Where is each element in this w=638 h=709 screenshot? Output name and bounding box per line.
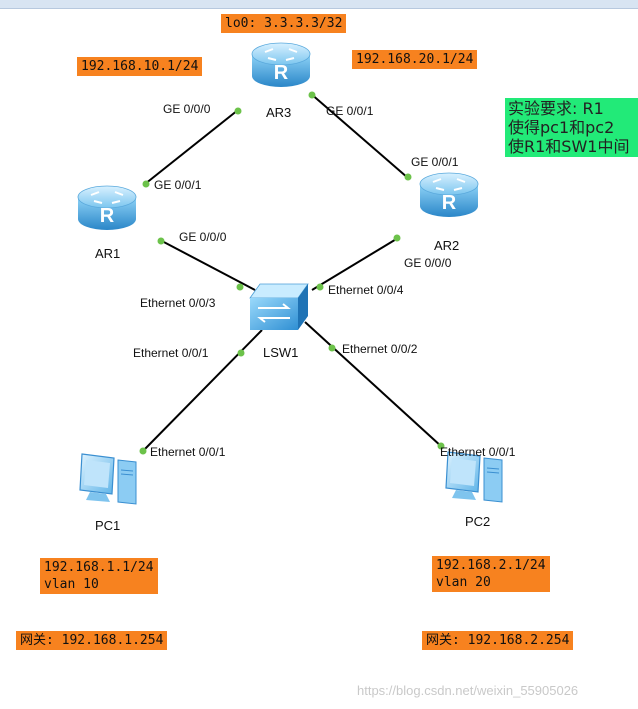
lsw1-port-e001-label: Ethernet 0/0/1	[133, 346, 209, 360]
port-dot	[237, 349, 245, 357]
ar3-loopback-tag: lo0: 3.3.3.3/32	[221, 14, 347, 33]
lsw1-port-e003-label: Ethernet 0/0/3	[140, 296, 216, 310]
port-dot	[139, 447, 147, 455]
pc2-label: PC2	[465, 514, 491, 529]
pc1-port-e001-label: Ethernet 0/0/1	[150, 445, 226, 459]
pc2-gateway-tag: 网关: 192.168.2.254	[422, 631, 574, 650]
lsw1-label: LSW1	[263, 345, 299, 360]
pc1-label: PC1	[95, 518, 121, 533]
svg-text:R: R	[274, 62, 289, 84]
ar1-port-ge000-label: GE 0/0/0	[179, 230, 227, 244]
port-dot	[328, 344, 336, 352]
pc2-address-tag: 192.168.2.1/24 vlan 20	[432, 556, 550, 592]
pc1-address-tag: 192.168.1.1/24 vlan 10	[40, 558, 158, 594]
link-lsw1-pc2	[304, 321, 443, 448]
pc1-icon[interactable]	[79, 453, 137, 505]
lsw1-port-e004-label: Ethernet 0/0/4	[328, 283, 404, 297]
port-dot	[393, 234, 401, 242]
port-dot	[234, 107, 242, 115]
ar2-port-ge000-label: GE 0/0/0	[404, 256, 452, 270]
ar3-label: AR3	[266, 105, 292, 120]
router-ar1-icon[interactable]: R	[77, 185, 137, 230]
window-top-border	[0, 0, 638, 9]
ar1-label: AR1	[95, 246, 121, 261]
ar3-port-ge000-label: GE 0/0/0	[163, 102, 211, 116]
link-ar3-ar2	[309, 92, 409, 179]
port-dot	[236, 283, 244, 291]
port-dot	[142, 180, 150, 188]
ar2-port-ge001-label: GE 0/0/1	[411, 155, 459, 169]
ar1-network-tag: 192.168.10.1/24	[77, 57, 203, 76]
link-ar1-lsw1	[159, 239, 256, 291]
link-ar2-lsw1	[311, 237, 399, 291]
svg-text:R: R	[100, 205, 115, 227]
pc1-gateway-tag: 网关: 192.168.1.254	[16, 631, 168, 650]
port-dot	[316, 283, 324, 291]
ar2-label: AR2	[434, 238, 460, 253]
ar1-port-ge001-label: GE 0/0/1	[154, 178, 202, 192]
port-dot	[157, 237, 165, 245]
port-dot	[308, 91, 316, 99]
watermark-text: https://blog.csdn.net/weixin_55905026	[357, 683, 579, 698]
lsw1-port-e002-label: Ethernet 0/0/2	[342, 342, 418, 356]
pc2-icon[interactable]	[445, 451, 503, 503]
port-dot	[437, 442, 445, 450]
port-dot	[404, 173, 412, 181]
pc2-port-e001-label: Ethernet 0/0/1	[440, 445, 516, 459]
ar3-port-ge001-label: GE 0/0/1	[326, 104, 374, 118]
router-ar2-icon[interactable]: R	[419, 172, 479, 217]
switch-lsw1-icon[interactable]	[249, 283, 309, 330]
svg-text:R: R	[442, 192, 457, 214]
router-ar3-icon[interactable]: R	[251, 42, 311, 87]
link-ar3-ar1	[144, 109, 239, 185]
ar2-network-tag: 192.168.20.1/24	[352, 50, 478, 69]
requirements-note: 实验要求: R1 使得pc1和pc2 使R1和SW1中间	[505, 98, 638, 157]
